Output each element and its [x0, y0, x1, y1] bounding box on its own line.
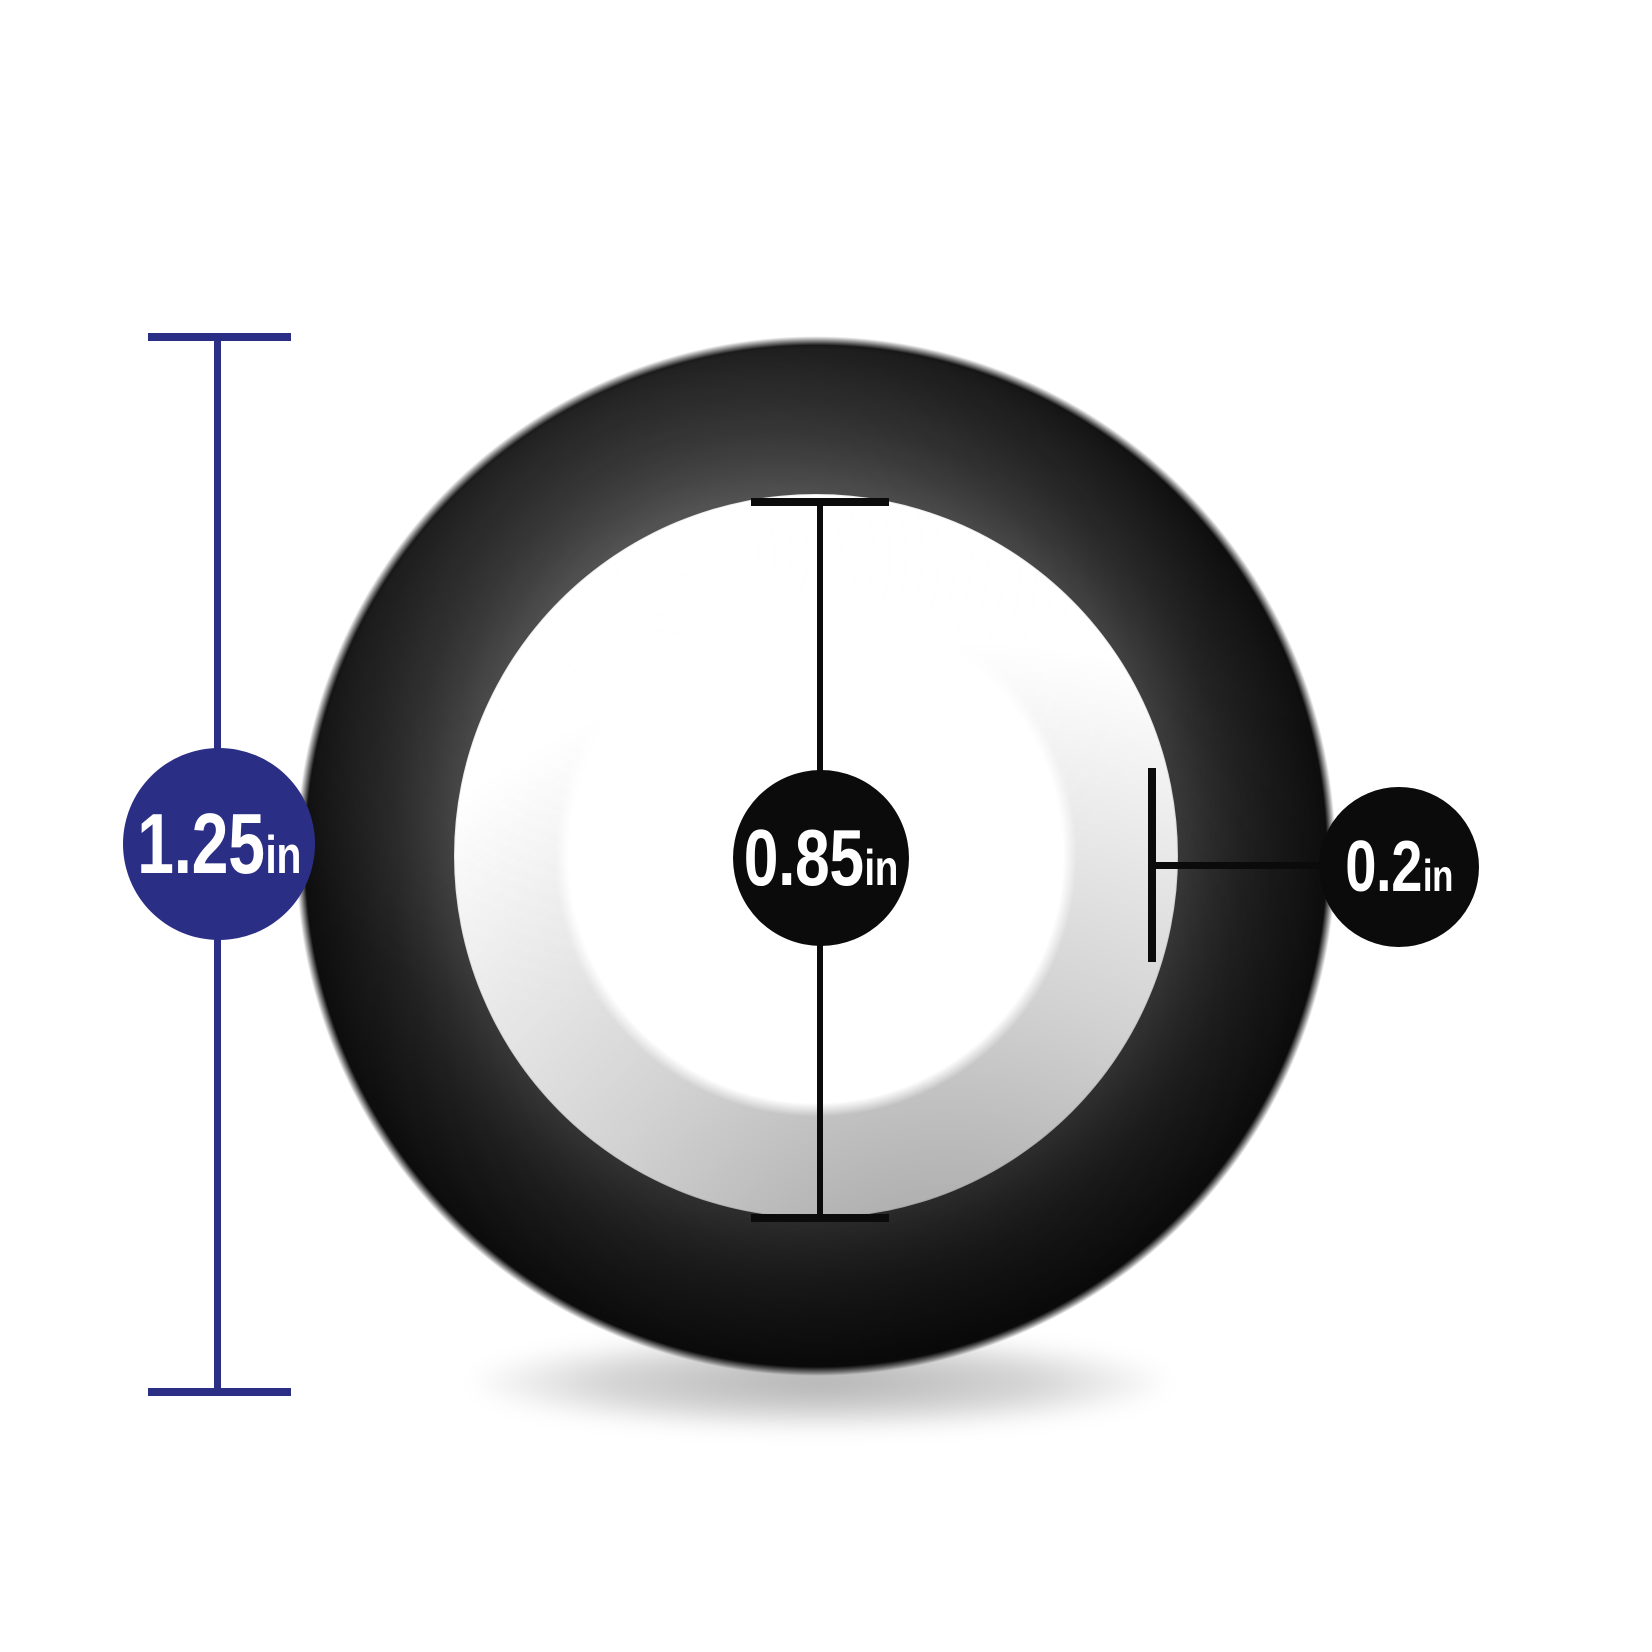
- inner-diameter-tick-bottom: [751, 1214, 889, 1222]
- inner-diameter-unit: in: [864, 840, 899, 896]
- inner-diameter-tick-top: [751, 498, 889, 506]
- inner-diameter-value: 0.85: [743, 813, 864, 902]
- outer-diameter-value: 1.25: [137, 796, 265, 892]
- outer-diameter-tick-bottom: [148, 1388, 291, 1396]
- outer-diameter-unit: in: [265, 825, 302, 885]
- wall-thickness-unit: in: [1422, 852, 1454, 901]
- wall-thickness-leader-line: [1152, 862, 1344, 869]
- wall-thickness-value: 0.2: [1345, 827, 1422, 907]
